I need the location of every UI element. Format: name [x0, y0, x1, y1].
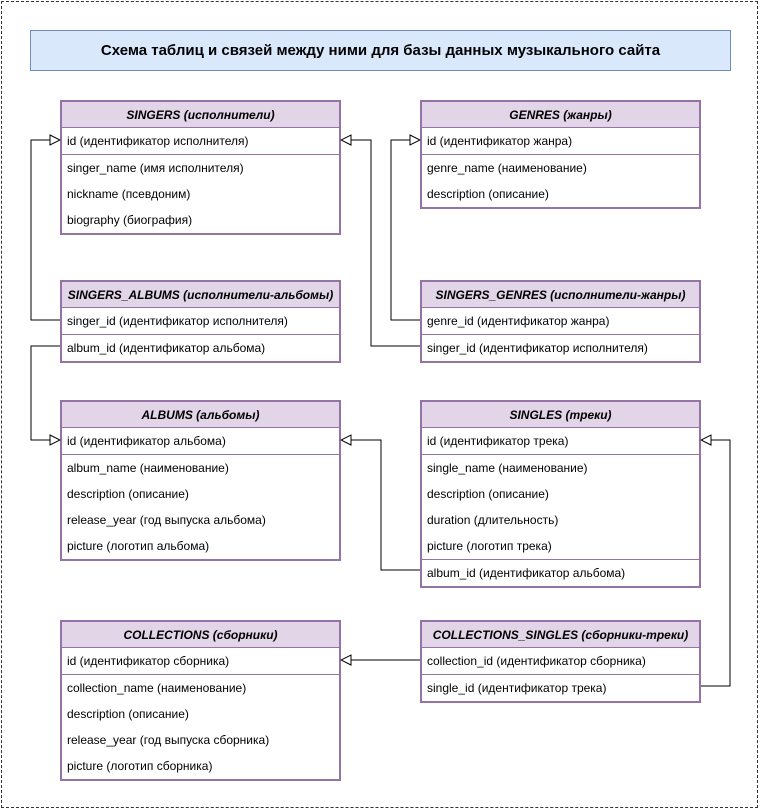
field-row: biography (биография)	[67, 213, 193, 227]
field-row: id (идентификатор альбома)	[67, 434, 226, 448]
field-row: release_year (год выпуска альбома)	[67, 513, 266, 527]
table-header: COLLECTIONS_SINGLES (сборники-треки)	[422, 622, 699, 648]
field-row: id (идентификатор трека)	[427, 434, 569, 448]
link-singer-albums-to-albums	[30, 345, 60, 440]
field-row: id (идентификатор сборника)	[67, 654, 230, 668]
field-row: single_name (наименование)	[422, 454, 699, 481]
field-row: single_id (идентификатор трека)	[422, 674, 699, 701]
table-header: SINGERS_GENRES (исполнители-жанры)	[422, 282, 699, 308]
table-collections-singles[interactable]: COLLECTIONS_SINGLES (сборники-треки) col…	[420, 620, 701, 703]
field-row: release_year (год выпуска сборника)	[67, 733, 270, 747]
field-row: description (описание)	[67, 487, 189, 501]
diagram-title: Схема таблиц и связей между ними для баз…	[30, 30, 731, 71]
field-row: description (описание)	[427, 187, 549, 201]
table-singers[interactable]: SINGERS (исполнители) id (идентификатор …	[60, 100, 341, 235]
link-singer-albums-to-singers	[30, 140, 60, 321]
field-row: collection_id (идентификатор сборника)	[427, 654, 646, 668]
field-row: collection_name (наименование)	[62, 674, 339, 701]
field-row: description (описание)	[67, 707, 189, 721]
field-row: album_id (идентификатор альбома)	[422, 559, 699, 586]
field-row: picture (логотип трека)	[427, 539, 552, 553]
field-row: duration (длительность)	[427, 513, 559, 527]
table-header: SINGLES (треки)	[422, 402, 699, 428]
field-row: singer_id (идентификатор исполнителя)	[67, 314, 288, 328]
field-row: id (идентификатор жанра)	[427, 134, 573, 148]
link-singer-genres-to-singers	[341, 140, 420, 347]
table-header: SINGERS_ALBUMS (исполнители-альбомы)	[62, 282, 339, 308]
field-row: genre_name (наименование)	[422, 154, 699, 181]
link-singles-to-albums	[341, 440, 420, 571]
table-albums[interactable]: ALBUMS (альбомы) id (идентификатор альбо…	[60, 400, 341, 561]
table-singles[interactable]: SINGLES (треки) id (идентификатор трека)…	[420, 400, 701, 588]
field-row: genre_id (идентификатор жанра)	[427, 314, 610, 328]
table-collections[interactable]: COLLECTIONS (сборники) id (идентификатор…	[60, 620, 341, 781]
table-header: ALBUMS (альбомы)	[62, 402, 339, 428]
table-genres[interactable]: GENRES (жанры) id (идентификатор жанра) …	[420, 100, 701, 209]
field-row: album_id (идентификатор альбома)	[62, 334, 339, 361]
table-header: COLLECTIONS (сборники)	[62, 622, 339, 648]
table-singers-genres[interactable]: SINGERS_GENRES (исполнители-жанры) genre…	[420, 280, 701, 363]
field-row: picture (логотип альбома)	[67, 539, 210, 553]
field-row: singer_name (имя исполнителя)	[62, 154, 339, 181]
table-header: GENRES (жанры)	[422, 102, 699, 128]
table-header: SINGERS (исполнители)	[62, 102, 339, 128]
field-row: singer_id (идентификатор исполнителя)	[422, 334, 699, 361]
field-row: album_name (наименование)	[62, 454, 339, 481]
field-row: nickname (псевдоним)	[67, 187, 191, 201]
field-row: picture (логотип сборника)	[67, 759, 213, 773]
link-singer-genres-to-genres	[390, 140, 420, 321]
link-collection-singles-to-singles	[701, 440, 731, 687]
field-row: description (описание)	[427, 487, 549, 501]
table-singers-albums[interactable]: SINGERS_ALBUMS (исполнители-альбомы) sin…	[60, 280, 341, 363]
field-row: id (идентификатор исполнителя)	[67, 134, 249, 148]
